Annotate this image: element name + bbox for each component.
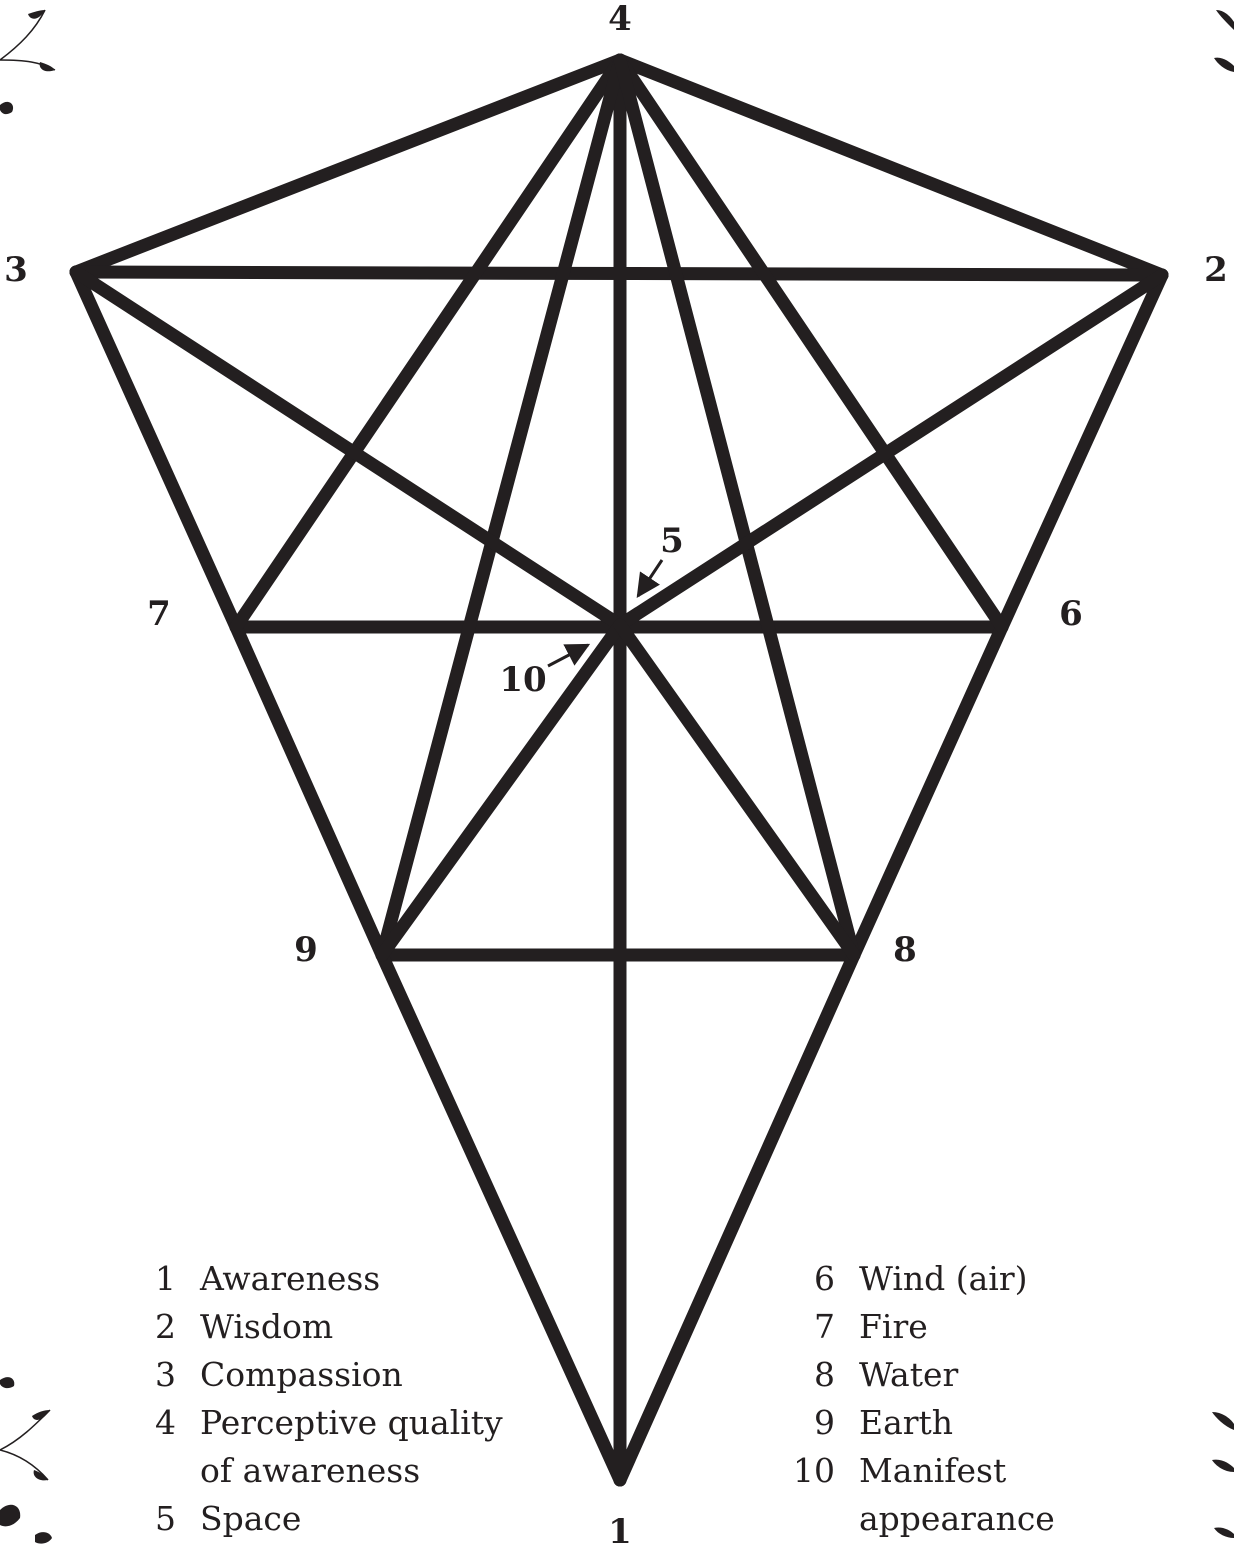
- legend-number: 6: [785, 1255, 859, 1303]
- legend-item: 1 Awareness: [126, 1255, 503, 1303]
- legend-text: Water: [859, 1351, 958, 1399]
- leaf-sprig-icon: [1196, 1410, 1234, 1545]
- legend-number: 10: [785, 1447, 859, 1543]
- legend-item: 7 Fire: [785, 1303, 1055, 1351]
- legend-item: 5 Space: [126, 1495, 503, 1543]
- leaf-sprig-icon: [0, 1360, 70, 1545]
- legend-text: Earth: [859, 1399, 953, 1447]
- node-label-6: 6: [1059, 597, 1083, 631]
- node-label-4: 4: [608, 2, 632, 36]
- leaf-sprig-icon: [0, 0, 70, 130]
- legend-text: Fire: [859, 1303, 928, 1351]
- legend-text: Manifest appearance: [859, 1447, 1055, 1543]
- legend-text: Awareness: [200, 1255, 380, 1303]
- edge-4-2: [620, 60, 1162, 275]
- legend-item: 4 Perceptive quality of awareness: [126, 1399, 503, 1495]
- edge-5-8: [620, 625, 854, 955]
- node-label-5: 5: [660, 524, 684, 558]
- arrow-5: [638, 560, 662, 596]
- legend-number: 4: [126, 1399, 200, 1495]
- legend-number: 3: [126, 1351, 200, 1399]
- node-label-7: 7: [147, 597, 171, 631]
- legend-number: 9: [785, 1399, 859, 1447]
- node-label-9: 9: [294, 933, 318, 967]
- legend-text: Perceptive quality of awareness: [200, 1399, 503, 1495]
- edge-4-8: [620, 60, 854, 955]
- legend-left: 1 Awareness 2 Wisdom 3 Compassion 4 Perc…: [126, 1255, 503, 1543]
- edge-4-9: [382, 60, 620, 955]
- node-label-10: 10: [499, 663, 546, 697]
- legend-item: 3 Compassion: [126, 1351, 503, 1399]
- legend-number: 5: [126, 1495, 200, 1543]
- legend-item: 10 Manifest appearance: [785, 1447, 1055, 1543]
- leaf-sprig-icon: [1196, 0, 1234, 90]
- node-label-1: 1: [608, 1515, 632, 1549]
- legend-text: Space: [200, 1495, 301, 1543]
- node-label-3: 3: [4, 253, 28, 287]
- legend-right: 6 Wind (air) 7 Fire 8 Water 9 Earth 10 M…: [785, 1255, 1055, 1543]
- edge-6-8: [854, 627, 1002, 955]
- legend-item: 9 Earth: [785, 1399, 1055, 1447]
- arrow-10: [548, 645, 588, 666]
- edge-4-3: [76, 60, 620, 272]
- legend-number: 7: [785, 1303, 859, 1351]
- edge-7-9: [236, 627, 382, 955]
- legend-item: 6 Wind (air): [785, 1255, 1055, 1303]
- legend-text: Wind (air): [859, 1255, 1028, 1303]
- node-label-2: 2: [1204, 253, 1228, 287]
- legend-number: 1: [126, 1255, 200, 1303]
- legend-number: 2: [126, 1303, 200, 1351]
- node-label-8: 8: [893, 933, 917, 967]
- legend-text: Compassion: [200, 1351, 403, 1399]
- legend-item: 8 Water: [785, 1351, 1055, 1399]
- legend-text: Wisdom: [200, 1303, 333, 1351]
- legend-number: 8: [785, 1351, 859, 1399]
- edge-4-7: [236, 60, 620, 627]
- legend-item: 2 Wisdom: [126, 1303, 503, 1351]
